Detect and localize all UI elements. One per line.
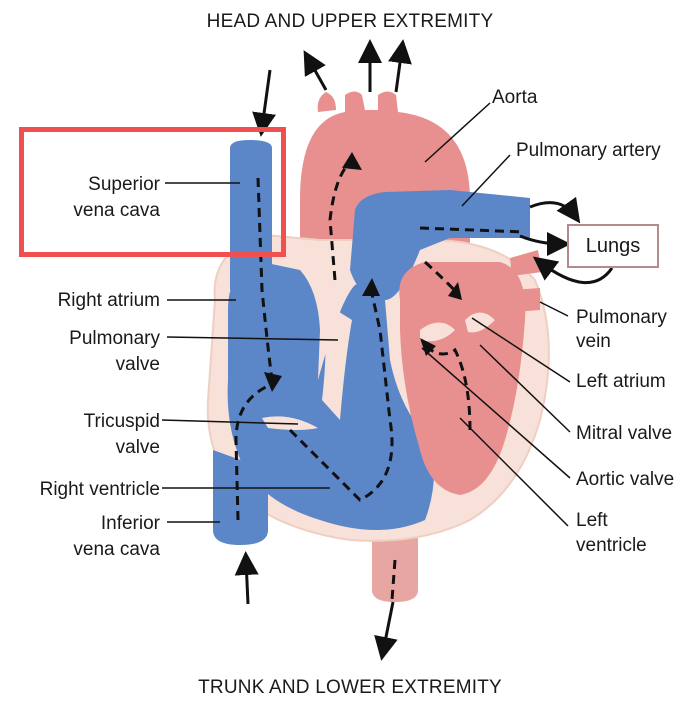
label-ivc-1: Inferior bbox=[0, 512, 160, 535]
label-pulmonary-vein-2: vein bbox=[576, 330, 611, 353]
label-right-atrium: Right atrium bbox=[0, 289, 160, 312]
highlight-box bbox=[19, 127, 286, 257]
bottom-title: TRUNK AND LOWER EXTREMITY bbox=[150, 676, 550, 699]
label-left-atrium: Left atrium bbox=[576, 370, 666, 393]
label-right-ventricle: Right ventricle bbox=[0, 478, 160, 501]
label-tricuspid-valve-1: Tricuspid bbox=[0, 410, 160, 433]
label-pulmonary-valve-2: valve bbox=[0, 353, 160, 376]
label-aortic-valve: Aortic valve bbox=[576, 468, 674, 491]
label-ivc-2: vena cava bbox=[0, 538, 160, 561]
label-pulmonary-artery: Pulmonary artery bbox=[516, 139, 661, 162]
label-left-ventricle-1: Left bbox=[576, 509, 608, 532]
label-lungs: Lungs bbox=[586, 235, 641, 258]
lungs-box: Lungs bbox=[567, 224, 659, 268]
label-aorta: Aorta bbox=[492, 86, 537, 109]
label-pulmonary-valve-1: Pulmonary bbox=[0, 327, 160, 350]
label-tricuspid-valve-2: valve bbox=[0, 436, 160, 459]
label-left-ventricle-2: ventricle bbox=[576, 534, 647, 557]
label-mitral-valve: Mitral valve bbox=[576, 422, 672, 445]
top-title: HEAD AND UPPER EXTREMITY bbox=[160, 10, 540, 33]
label-pulmonary-vein-1: Pulmonary bbox=[576, 306, 667, 329]
